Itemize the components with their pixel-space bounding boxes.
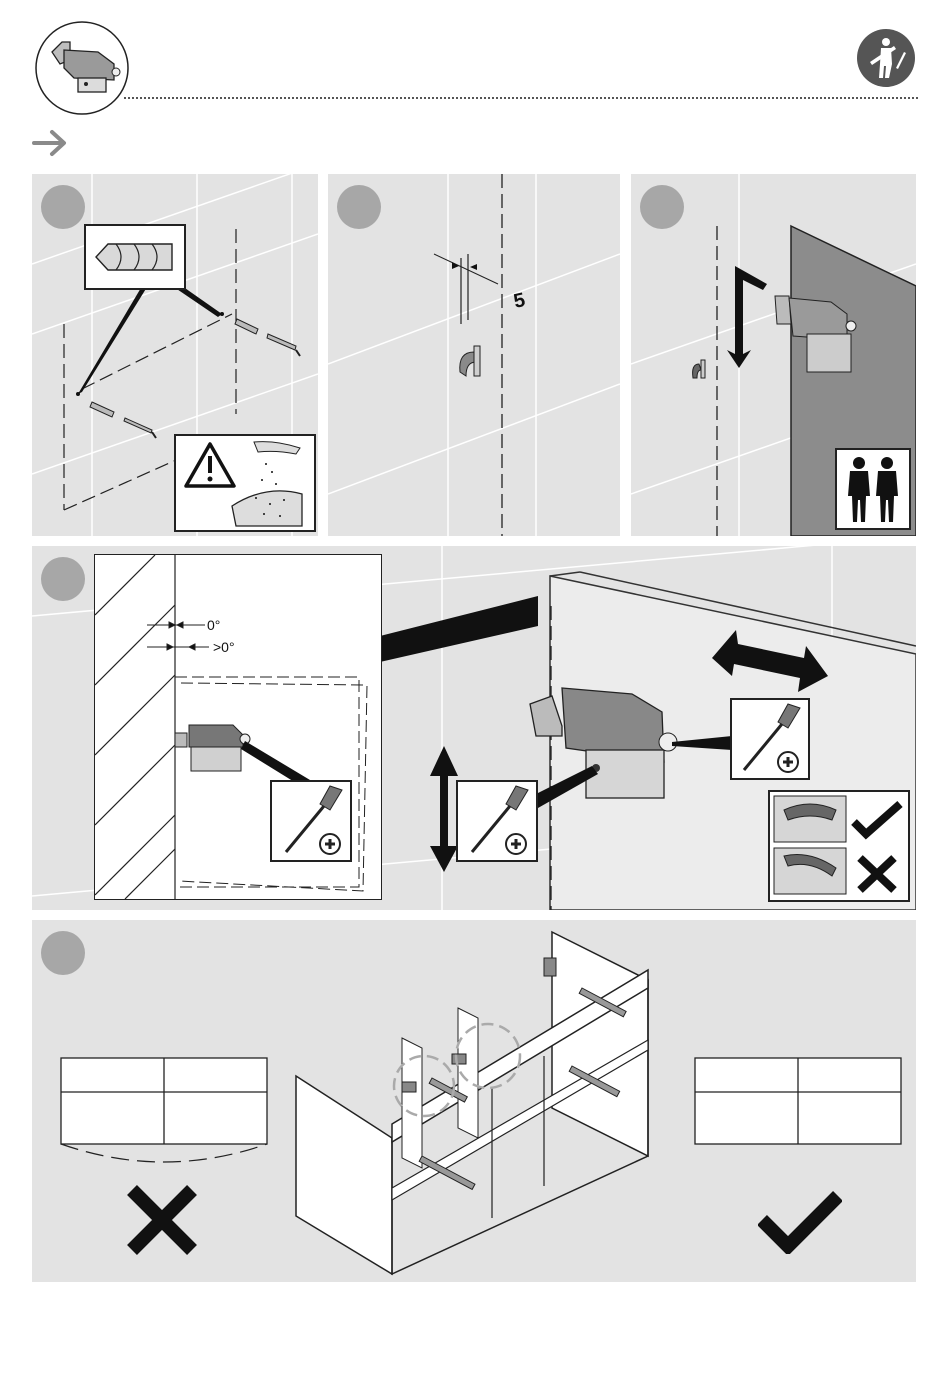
hook-measure-drawing: [328, 174, 620, 536]
even-wall-diagram: [694, 1056, 904, 1148]
correct-mark-icon: [758, 1188, 842, 1254]
step-4-panel: 0° >0°: [32, 546, 916, 910]
warning-dust-icon: [176, 436, 314, 530]
screwdriver-callout-vertical: [456, 780, 538, 862]
down-arrow-icon: [727, 266, 767, 368]
screwdriver-callout-detail: [270, 780, 352, 862]
step-5-marker: [41, 931, 85, 975]
incorrect-mark-icon: [126, 1184, 198, 1256]
warning-dust-callout: [174, 434, 316, 532]
wall-hook-icon: [460, 346, 480, 376]
screwdriver-callout-horizontal: [730, 698, 810, 780]
header-dotted-divider: [124, 97, 918, 99]
two-persons-icon: [837, 450, 909, 528]
correct-incorrect-icon: [770, 792, 908, 900]
arrow-right-icon: [32, 128, 68, 158]
cabinet-frame-drawing: [282, 928, 662, 1278]
angle-tilted-label: >0°: [213, 639, 235, 655]
screwdriver-icon: [272, 782, 350, 860]
step-3-panel: [631, 174, 916, 536]
vertical-adjust-arrow-icon: [430, 746, 458, 872]
screwdriver-icon: [732, 700, 808, 778]
correct-incorrect-callout: [768, 790, 910, 902]
drill-bit-callout: [84, 224, 186, 290]
two-persons-callout: [835, 448, 911, 530]
step-5-panel: [32, 920, 916, 1282]
bracket-detail-icon: [175, 725, 250, 771]
uneven-wall-diagram: [60, 1056, 270, 1166]
step-1-panel: [32, 174, 318, 536]
angle-flush-label: 0°: [207, 617, 220, 633]
tool-badge: [856, 28, 916, 88]
step-2-panel: 5: [328, 174, 620, 536]
screwdriver-icon: [458, 782, 536, 860]
drill-bit-icon: [86, 226, 184, 288]
part-icon-badge: [34, 20, 130, 116]
